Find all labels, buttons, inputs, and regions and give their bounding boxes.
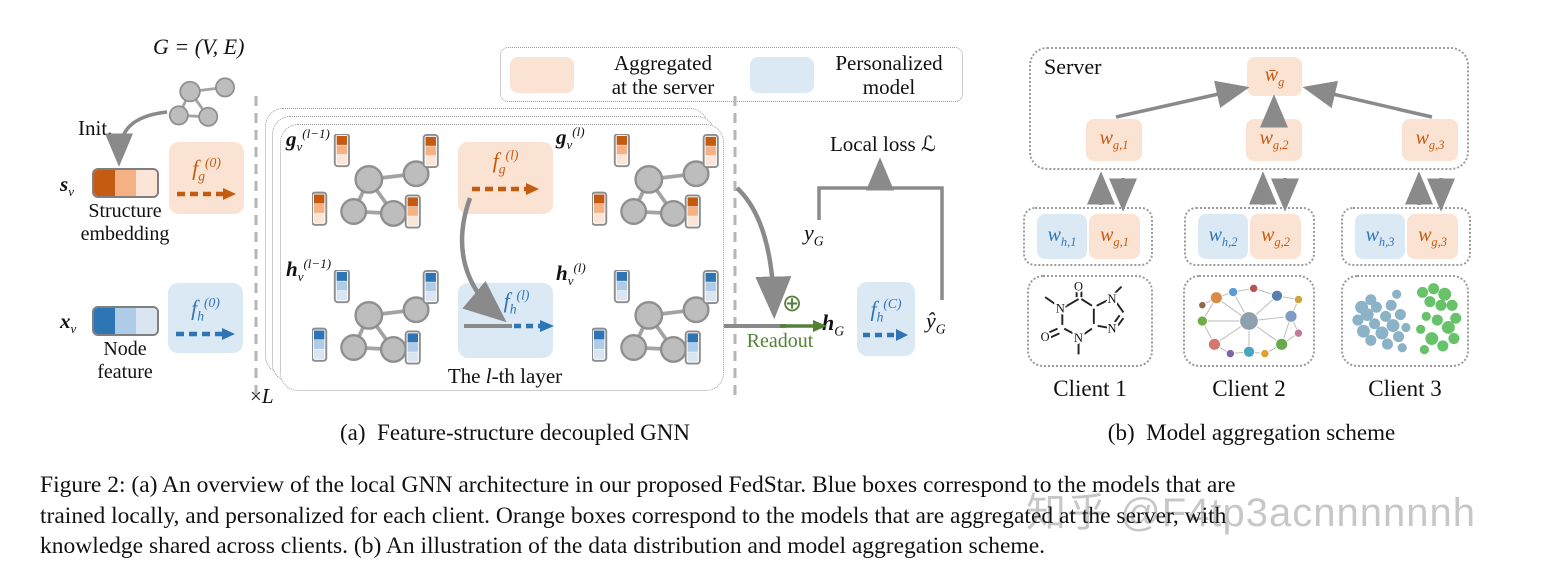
protein-structure-icon — [1352, 283, 1462, 355]
client2-shared-weight: wg,2 — [1250, 214, 1301, 259]
client3-local-weight: wh,3 — [1355, 214, 1405, 259]
legend-box: Aggregated at the server Personalized mo… — [500, 47, 963, 102]
client-model-box-3: wh,3 wg,3 — [1341, 207, 1471, 266]
h-cur-graph-icon — [592, 270, 719, 365]
fhc-label: fh(C) — [870, 295, 902, 325]
times-L-label: ×L — [250, 384, 274, 408]
graph-equation: G = (V, E) — [153, 34, 245, 59]
svg-text:N: N — [1056, 301, 1065, 315]
oplus-icon: ⊕ — [782, 291, 803, 317]
node-feature-cells — [92, 306, 159, 336]
readout-label: Readout — [746, 330, 814, 352]
server-weight-box-1: wg,1 — [1086, 119, 1142, 161]
feature-symbol: xv — [60, 309, 77, 337]
dashed-arrow-icon — [863, 329, 908, 342]
local-loss-label: Local loss ℒ — [829, 132, 937, 156]
client1-label: Client 1 — [1053, 376, 1127, 401]
client1-local-weight: wh,1 — [1037, 214, 1087, 259]
figure-caption-line2: trained locally, and personalized for ea… — [40, 502, 1227, 529]
g-cur-label: gv(l) — [556, 124, 585, 153]
legend-aggregated-swatch — [510, 57, 574, 93]
server-label: Server — [1044, 54, 1102, 79]
h-cur-label: hv(l) — [556, 260, 586, 289]
h-prev-label: hv(l−1) — [286, 256, 332, 285]
server-weight-box-3: wg,3 — [1402, 119, 1458, 161]
client3-shared-weight: wg,3 — [1407, 214, 1458, 259]
h-graph-label: hG — [822, 310, 845, 339]
svg-text:N: N — [1107, 321, 1116, 335]
watermark: 知乎 @F4tp3acnnnnnnh — [1026, 491, 1476, 535]
caption-a: (a) Feature-structure decoupled GNN — [340, 420, 690, 445]
molecule-graph-icon: ONO NNN — [1039, 279, 1125, 355]
structure-symbol: sv — [60, 172, 74, 200]
legend-personalized-swatch — [750, 57, 814, 93]
client1-shared-weight: wg,1 — [1089, 214, 1140, 259]
svg-text:O: O — [1074, 279, 1083, 293]
svg-text:N: N — [1107, 292, 1116, 306]
figure-caption-line3: knowledge shared across clients. (b) An … — [40, 533, 1046, 559]
layer-output-arrow — [735, 186, 792, 320]
dashed-arrow-icon — [176, 188, 236, 201]
figure-caption: Figure 2: (a) An overview of the local G… — [40, 470, 1535, 562]
fgl-label: fg(l) — [492, 148, 519, 177]
fg0-label: fg(0) — [192, 154, 221, 184]
fh0-box: fh(0) — [168, 283, 243, 353]
svg-text:N: N — [1074, 331, 1083, 345]
fhl-label: fh(l) — [503, 288, 530, 317]
fhc-box: fh(C) — [857, 282, 915, 356]
init-label: Init. — [78, 116, 113, 140]
g-prev-graph-icon — [312, 134, 439, 229]
structure-embedding-label: Structure embedding — [80, 200, 170, 245]
dashed-arrow-icon — [471, 182, 539, 195]
client-model-box-1: wh,1 wg,1 — [1023, 207, 1153, 266]
legend-aggregated-label: Aggregated at the server — [611, 51, 715, 99]
fhl-box: fh(l) — [458, 283, 553, 358]
client-data-box-2 — [1183, 275, 1315, 367]
w-avg-box: w̄g — [1247, 57, 1302, 96]
client3-label: Client 3 — [1368, 376, 1442, 401]
caption-b: (b) Model aggregation scheme — [1107, 420, 1396, 445]
g-prev-label: gv(l−1) — [286, 126, 330, 155]
client-model-box-2: wh,2 wg,2 — [1184, 207, 1315, 266]
server-weight-box-2: wg,2 — [1246, 119, 1302, 161]
svg-text:O: O — [1041, 330, 1050, 344]
fh0-label: fh(0) — [191, 294, 220, 324]
legend-personalized-label: Personalized model — [835, 51, 943, 99]
g-cur-graph-icon — [592, 134, 719, 229]
client-data-box-3 — [1341, 275, 1469, 367]
client2-label: Client 2 — [1212, 376, 1286, 401]
structure-embedding-cells — [92, 168, 159, 198]
dashed-arrow-icon — [175, 328, 235, 341]
sync-arrows — [1087, 171, 1455, 212]
h-prev-graph-icon — [312, 270, 439, 365]
social-network-graph-icon — [1196, 283, 1304, 359]
y-true-label: yG — [804, 220, 824, 249]
y-pred-label: ŷG — [926, 308, 946, 337]
client2-local-weight: wh,2 — [1198, 214, 1248, 259]
node-feature-label: Node feature — [97, 338, 153, 383]
layer-caption: The l-th layer — [447, 364, 563, 388]
fg0-box: fg(0) — [169, 142, 244, 214]
figure-caption-line1: Figure 2: (a) An overview of the local G… — [40, 472, 1236, 498]
input-graph-icon — [168, 76, 236, 128]
fgl-box: fg(l) — [458, 142, 553, 214]
